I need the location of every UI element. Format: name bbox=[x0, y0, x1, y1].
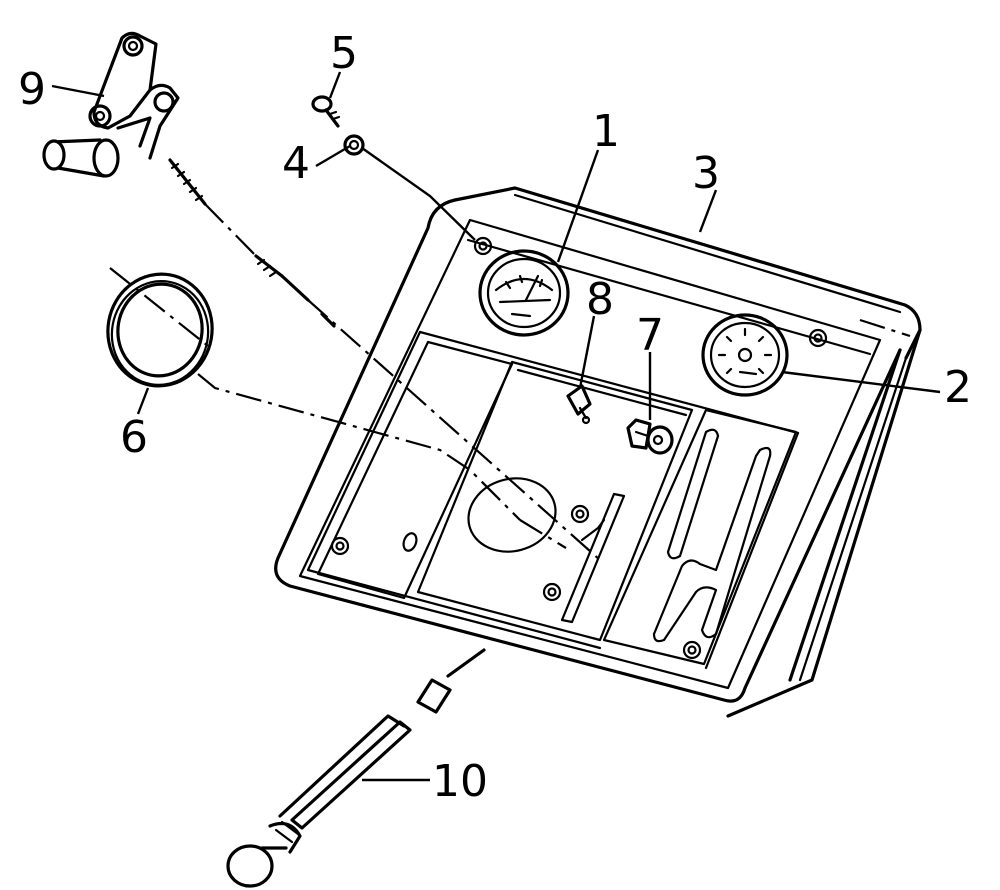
switch bbox=[626, 418, 674, 455]
callout-5: 5 bbox=[330, 28, 358, 79]
callout-9: 9 bbox=[18, 64, 46, 115]
indicator-lamp bbox=[566, 384, 592, 425]
gauge-left bbox=[478, 249, 570, 337]
instrument-panel bbox=[274, 186, 922, 718]
screw-and-nut bbox=[311, 95, 365, 156]
callout-7: 7 bbox=[636, 310, 664, 361]
callout-8: 8 bbox=[586, 274, 614, 325]
callout-10: 10 bbox=[432, 756, 488, 807]
callout-3: 3 bbox=[692, 148, 720, 199]
ring-assembly-line bbox=[197, 373, 521, 521]
callout-4: 4 bbox=[282, 138, 310, 189]
callout-1: 1 bbox=[592, 106, 620, 157]
callout-2: 2 bbox=[944, 362, 972, 413]
throttle-rod bbox=[168, 158, 601, 561]
bezel-ring bbox=[106, 272, 214, 388]
ring-axis-line bbox=[109, 267, 209, 347]
leader-lines bbox=[51, 71, 941, 782]
throttle-bracket bbox=[42, 31, 180, 178]
gauge-right bbox=[701, 313, 789, 397]
panel-edge-line bbox=[859, 318, 911, 338]
ring-to-panel-line bbox=[519, 519, 567, 549]
control-cable bbox=[226, 648, 486, 888]
callout-6: 6 bbox=[120, 412, 148, 463]
